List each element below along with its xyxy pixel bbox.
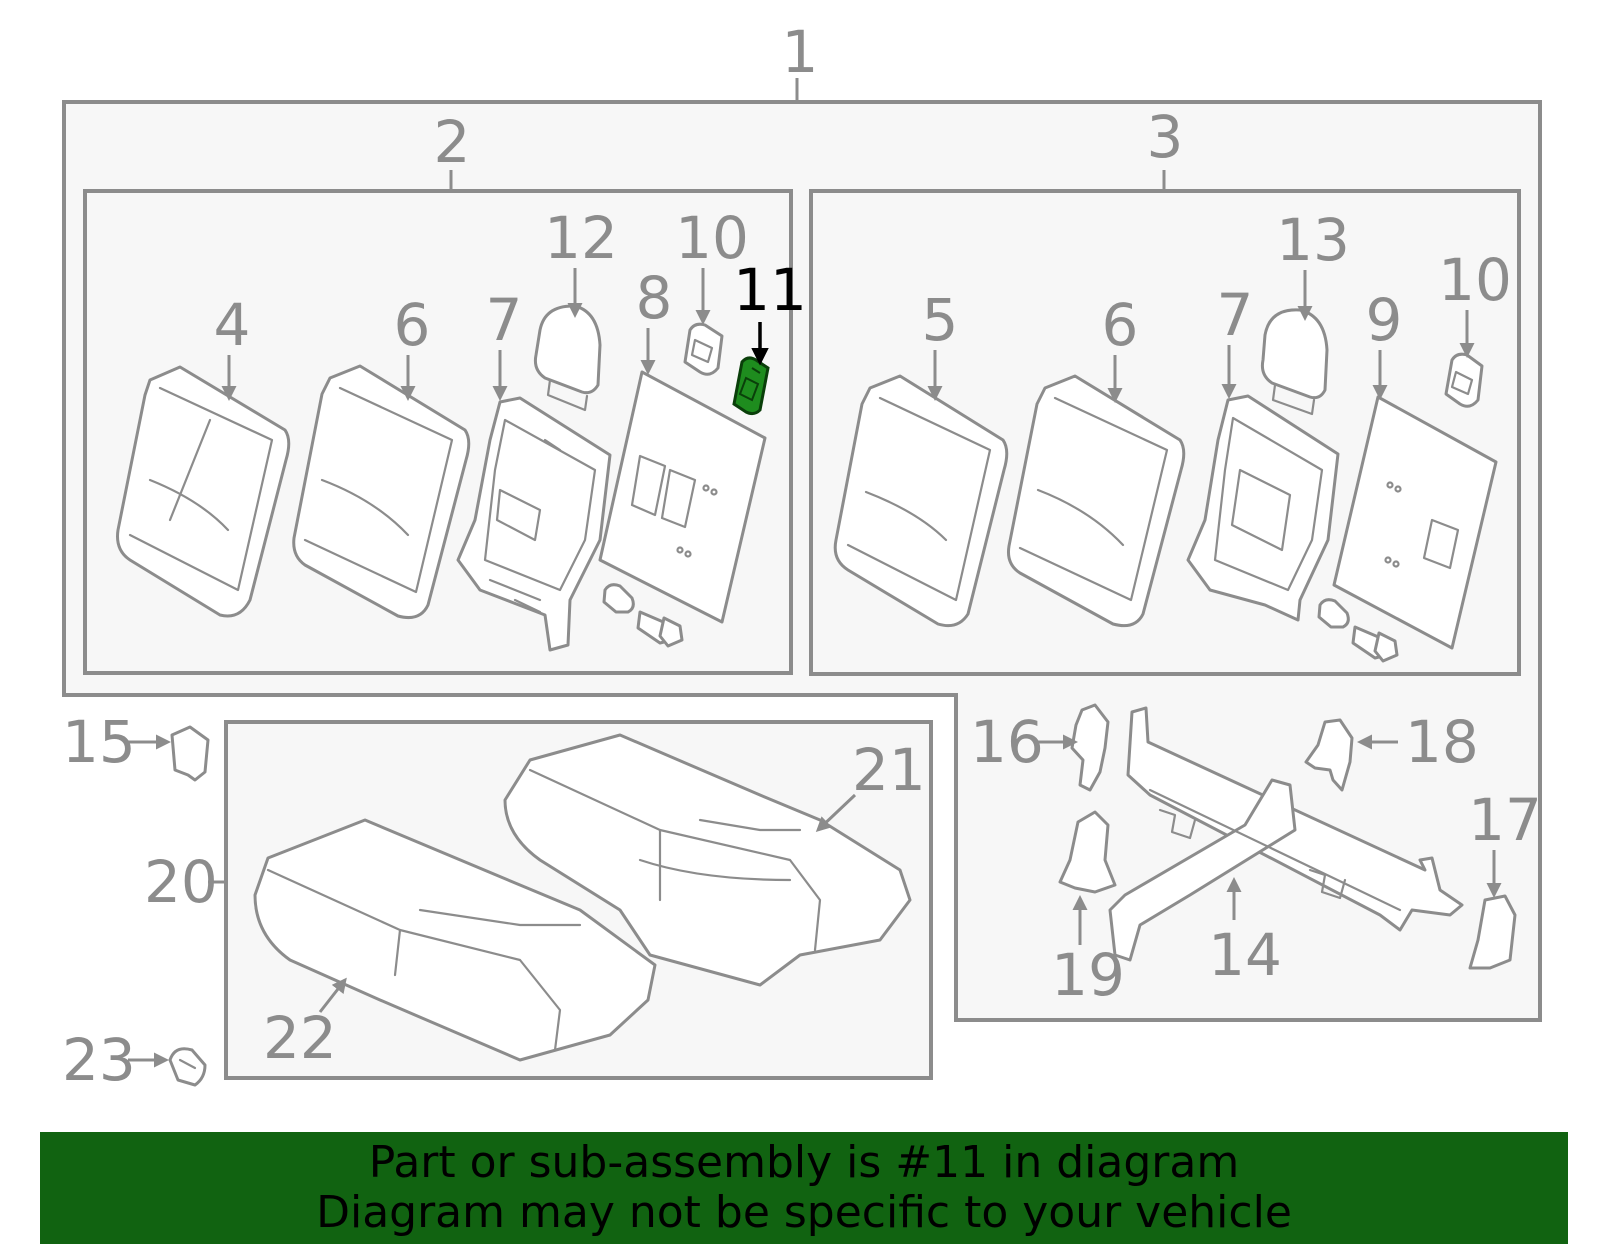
callout-10b: 10 [1438,246,1512,314]
callout-16: 16 [970,708,1044,776]
callout-22: 22 [263,1004,337,1072]
part-15-clip [170,725,210,782]
part-10-clip-right [1444,352,1484,408]
part-22-cushion-cover [253,818,657,1062]
callout-9: 9 [1366,286,1403,354]
part-bolt-left [636,610,684,648]
callout-8: 8 [636,264,673,332]
part-12-headrest [533,304,602,412]
callout-7b: 7 [1217,281,1254,349]
callout-20: 20 [144,848,218,916]
callout-14: 14 [1208,921,1282,989]
part-5-seatback-cover [833,374,1009,628]
callout-7a: 7 [486,286,523,354]
part-bolt-right [1351,625,1399,663]
part-19-bracket [1058,810,1117,894]
part-6-seatback-pad [292,364,471,620]
banner-line-1: Part or sub-assembly is #11 in diagram [368,1137,1240,1188]
part-11-highlighted [732,356,770,416]
part-21-cushion-pad [503,733,912,987]
callout-2: 2 [434,108,471,176]
part-bushing-left [602,583,635,614]
callout-23: 23 [62,1026,136,1094]
part-7-seatback-frame-right [1186,394,1340,622]
part-7-seatback-frame [456,396,612,652]
part-4-seatback-cover [116,365,291,618]
callout-19: 19 [1051,941,1125,1009]
part-10-clip-left [683,322,724,376]
callout-18: 18 [1405,708,1479,776]
callout-12: 12 [544,204,618,272]
part-23-hook [168,1047,207,1087]
callout-4: 4 [214,291,251,359]
part-9-seatback-board [1332,395,1498,650]
part-8-seatback-board [598,370,767,624]
callout-13: 13 [1276,206,1350,274]
callout-15: 15 [62,708,136,776]
callout-10a: 10 [675,204,749,272]
callout-5: 5 [922,286,959,354]
banner-line-2: Diagram may not be specific to your vehi… [316,1187,1292,1238]
callout-3: 3 [1147,103,1184,171]
callout-11: 11 [733,256,807,324]
callout-6b: 6 [1102,291,1139,359]
callout-17: 17 [1468,786,1542,854]
part-14-seat-frame [1108,706,1464,962]
part-18-bracket [1304,718,1354,792]
info-banner-bg [40,1132,1568,1244]
callout-21: 21 [852,736,926,804]
part-13-headrest [1260,308,1329,416]
part-6-seatback-pad-right [1007,374,1186,628]
callout-6a: 6 [394,291,431,359]
part-17-bracket [1468,894,1517,970]
info-banner: Part or sub-assembly is #11 in diagram D… [40,1132,1568,1244]
callout-1: 1 [782,18,819,86]
part-bushing-right [1317,598,1350,629]
